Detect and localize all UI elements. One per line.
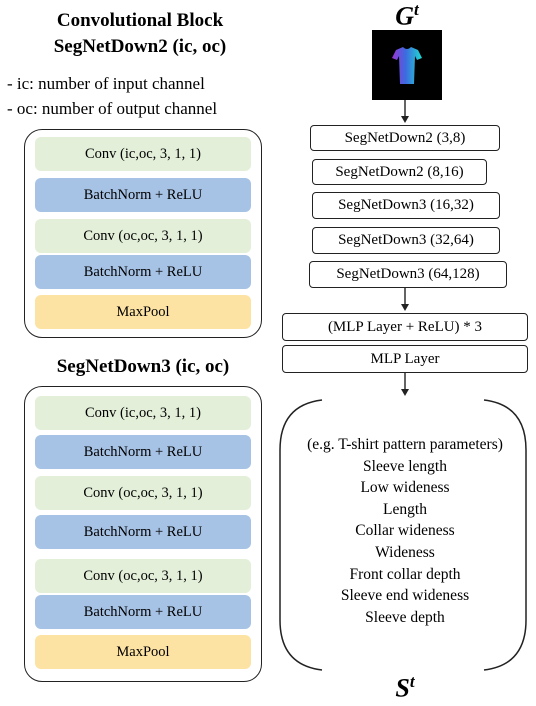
output-parameters: (e.g. T-shirt pattern parameters) Sleeve… (282, 434, 528, 628)
sd2-bn-2: BatchNorm + ReLU (35, 255, 251, 289)
arrowhead-2 (401, 304, 409, 311)
left-brace (279, 399, 323, 671)
arrowhead-3 (401, 389, 409, 396)
sd3-bn-2: BatchNorm + ReLU (35, 515, 251, 549)
output-symbol-superscript: t (409, 672, 415, 691)
input-symbol-superscript: t (414, 0, 419, 19)
sd2-conv-2: Conv (oc,oc, 3, 1, 1) (35, 219, 251, 253)
param-front-collar-depth: Front collar depth (349, 565, 461, 583)
param-sleeve-depth: Sleeve depth (365, 608, 445, 626)
block-title-line1: Convolutional Block (56, 10, 224, 31)
param-sleeve-end-wideness: Sleeve end wideness (340, 587, 470, 605)
sd3-bn-3: BatchNorm + ReLU (35, 595, 251, 629)
param-sleeve-length: Sleeve length (363, 457, 447, 475)
net-mlp-layer: MLP Layer (282, 345, 528, 373)
right-brace (483, 399, 527, 671)
net-segnetdown3-64-128: SegNetDown3 (64,128) (309, 261, 507, 288)
input-symbol: Gt (372, 0, 442, 32)
block-title-line2: SegNetDown2 (ic, oc) (53, 36, 227, 57)
output-braces (279, 399, 527, 671)
net-mlp-relu: (MLP Layer + ReLU) * 3 (282, 313, 528, 341)
param-wideness: Wideness (375, 543, 435, 561)
desc-ic: - ic: number of input channel (7, 74, 205, 93)
net-segnetdown3-32-64: SegNetDown3 (32,64) (312, 227, 500, 254)
sd3-conv-2: Conv (oc,oc, 3, 1, 1) (35, 476, 251, 510)
tshirt-input-image (372, 30, 442, 100)
segnetdown3-title: SegNetDown3 (ic, oc) (56, 356, 230, 377)
param-collar-wideness: Collar wideness (355, 522, 455, 540)
sd3-bn-1: BatchNorm + ReLU (35, 435, 251, 469)
sd3-conv-3: Conv (oc,oc, 3, 1, 1) (35, 559, 251, 593)
output-example-heading: (e.g. T-shirt pattern parameters) (307, 436, 503, 453)
arrowheads (401, 116, 409, 396)
sd3-conv-1: Conv (ic,oc, 3, 1, 1) (35, 396, 251, 430)
sd2-maxpool: MaxPool (35, 295, 251, 329)
input-symbol-letter: G (395, 1, 415, 31)
segnetdown2-container: Conv (ic,oc, 3, 1, 1) BatchNorm + ReLU C… (24, 129, 262, 338)
net-segnetdown2-8-16: SegNetDown2 (8,16) (312, 159, 487, 185)
arrowhead-1 (401, 116, 409, 123)
output-symbol-letter: S (395, 673, 410, 703)
sd3-maxpool: MaxPool (35, 635, 251, 669)
param-length: Length (383, 500, 427, 518)
desc-oc: - oc: number of output channel (7, 99, 218, 118)
sd2-conv-1: Conv (ic,oc, 3, 1, 1) (35, 137, 251, 171)
param-low-wideness: Low wideness (360, 479, 450, 497)
net-segnetdown2-3-8: SegNetDown2 (3,8) (310, 125, 500, 151)
tshirt-icon (392, 47, 422, 84)
net-segnetdown3-16-32: SegNetDown3 (16,32) (312, 192, 500, 219)
sd2-bn-1: BatchNorm + ReLU (35, 178, 251, 212)
segnetdown3-container: Conv (ic,oc, 3, 1, 1) BatchNorm + ReLU C… (24, 386, 262, 682)
output-symbol: St (370, 672, 440, 704)
